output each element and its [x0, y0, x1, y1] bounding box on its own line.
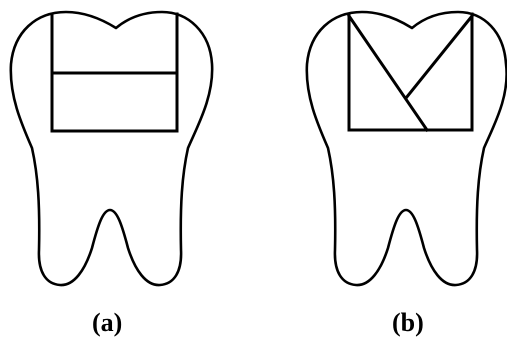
tooth-b-cavity [349, 14, 472, 130]
tooth-b-right-diagonal [406, 16, 472, 98]
tooth-b-left-diagonal [349, 16, 427, 130]
tooth-b [307, 12, 507, 285]
caption-b: (b) [392, 310, 424, 336]
tooth-b-outline [307, 12, 507, 285]
caption-a: (a) [92, 310, 122, 336]
tooth-a-cavity [52, 14, 177, 131]
tooth-a-outline [11, 12, 212, 285]
tooth-a [11, 12, 212, 285]
